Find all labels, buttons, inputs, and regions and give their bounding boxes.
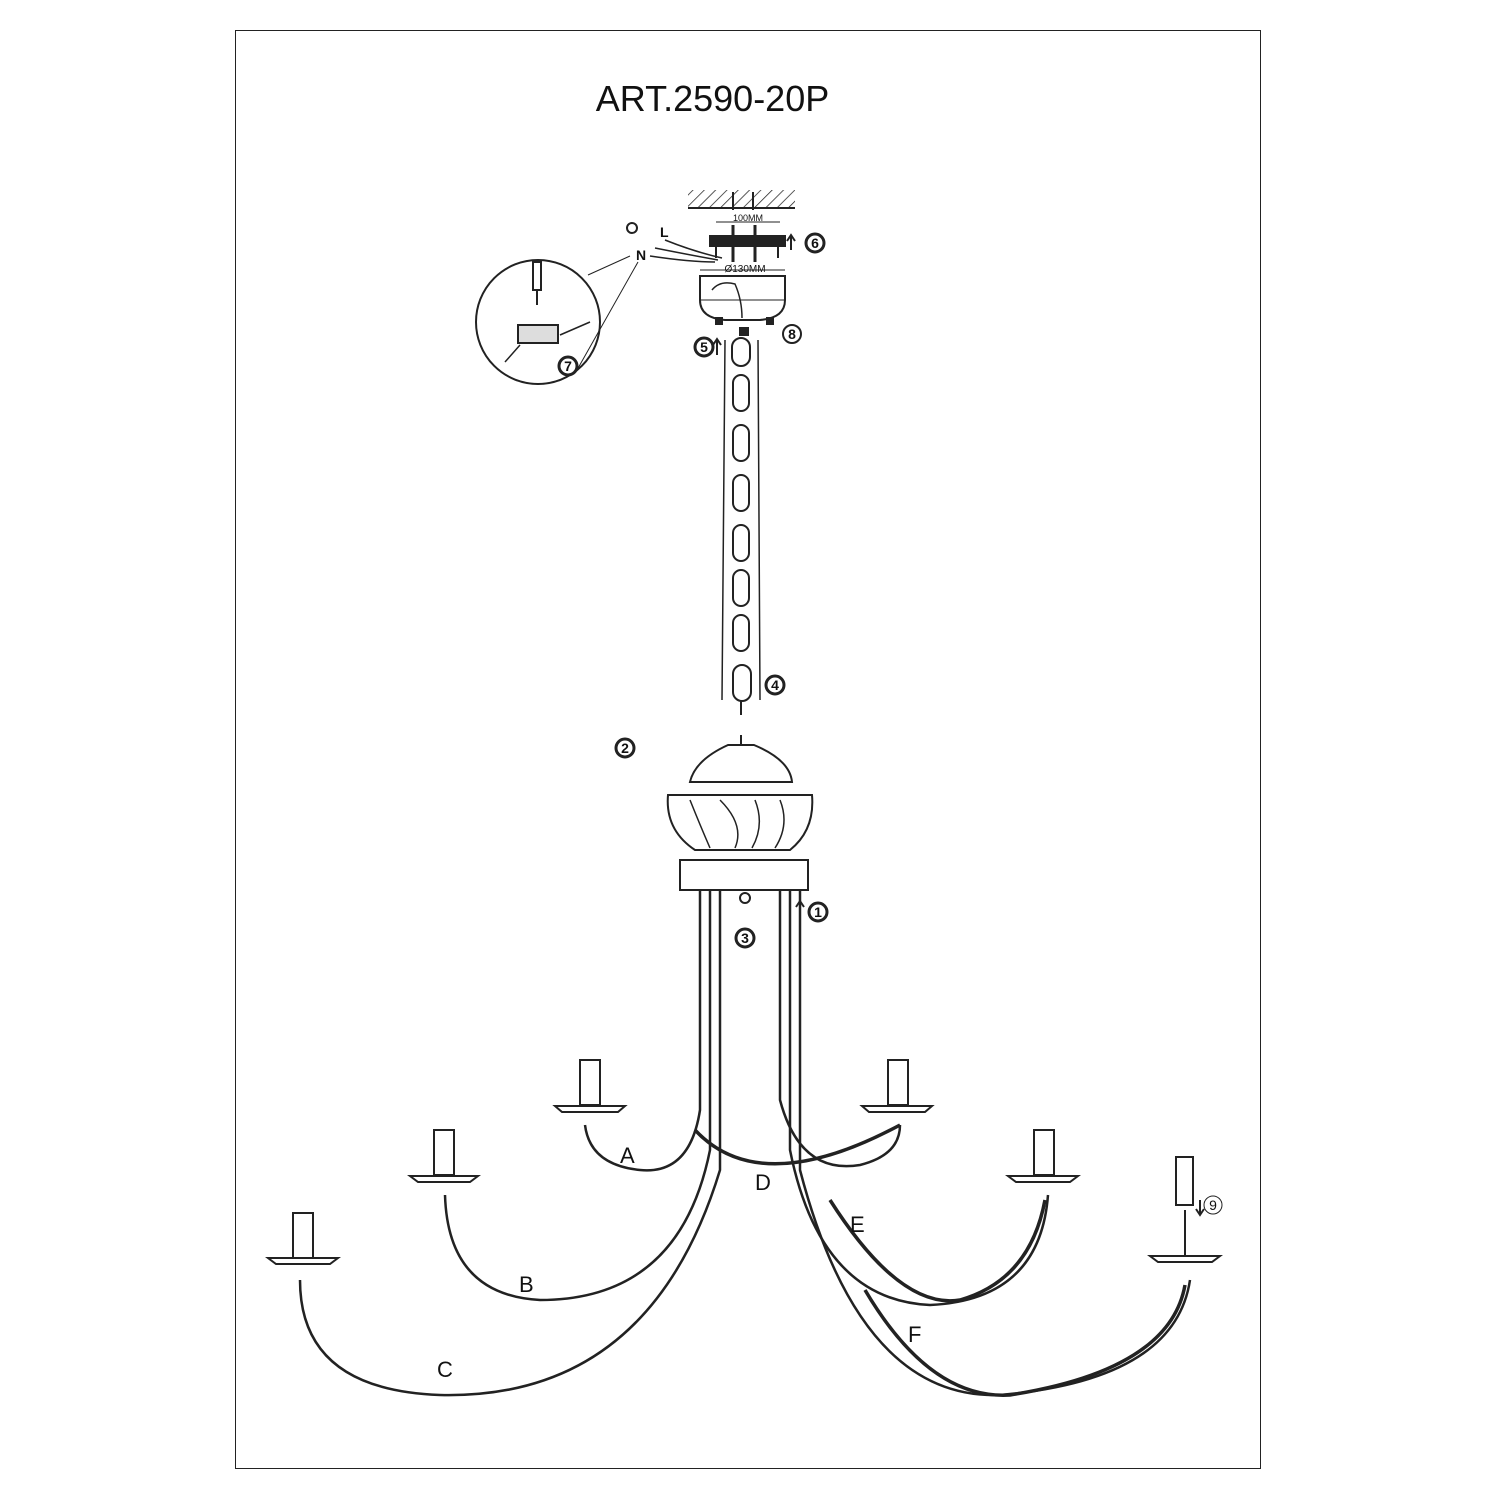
svg-text:7: 7 <box>564 358 572 374</box>
step-9-marker: 9 <box>1203 1195 1223 1215</box>
step-5-marker: 5 <box>693 336 715 358</box>
svg-text:3: 3 <box>741 930 749 946</box>
chandelier-body <box>666 735 814 904</box>
svg-text:6: 6 <box>811 235 819 251</box>
svg-text:4: 4 <box>771 677 779 693</box>
svg-text:1: 1 <box>814 904 822 920</box>
canopy-diameter-label: Ø130MM <box>724 264 765 275</box>
arm-label-d: D <box>755 1170 771 1195</box>
step-4-marker: 4 <box>764 674 786 696</box>
step-1-marker: 1 <box>807 901 829 923</box>
arm-label-b: B <box>519 1272 534 1297</box>
svg-text:5: 5 <box>700 339 708 355</box>
arm-label-e: E <box>850 1212 865 1237</box>
step-7-marker: 7 <box>557 355 579 377</box>
mounting-bracket: 100MM Ø130MM <box>700 213 786 275</box>
svg-text:9: 9 <box>1209 1197 1217 1213</box>
chain <box>721 337 761 715</box>
canopy <box>699 275 786 321</box>
arm-label-f: F <box>908 1322 921 1347</box>
svg-text:2: 2 <box>621 740 629 756</box>
neutral-wire-label: N <box>636 247 646 263</box>
live-wire-label: L <box>660 224 669 240</box>
step-2-marker: 2 <box>614 737 636 759</box>
step-6-marker: 6 <box>804 232 826 254</box>
bracket-width-label: 100MM <box>733 213 763 223</box>
article-title: ART.2590-20P <box>595 78 830 119</box>
arms <box>298 890 1192 1397</box>
step-8-marker: 8 <box>782 324 802 344</box>
earth-icon <box>626 222 638 234</box>
drawing-frame <box>235 30 1261 1469</box>
arm-label-a: A <box>620 1143 635 1168</box>
terminal-block-detail <box>475 255 639 385</box>
step-3-marker: 3 <box>734 927 756 949</box>
svg-text:8: 8 <box>788 326 796 342</box>
arm-label-c: C <box>437 1357 453 1382</box>
candle-holders <box>265 1059 1223 1265</box>
ceiling-hatch <box>688 190 795 210</box>
direction-arrows <box>712 233 1205 1217</box>
